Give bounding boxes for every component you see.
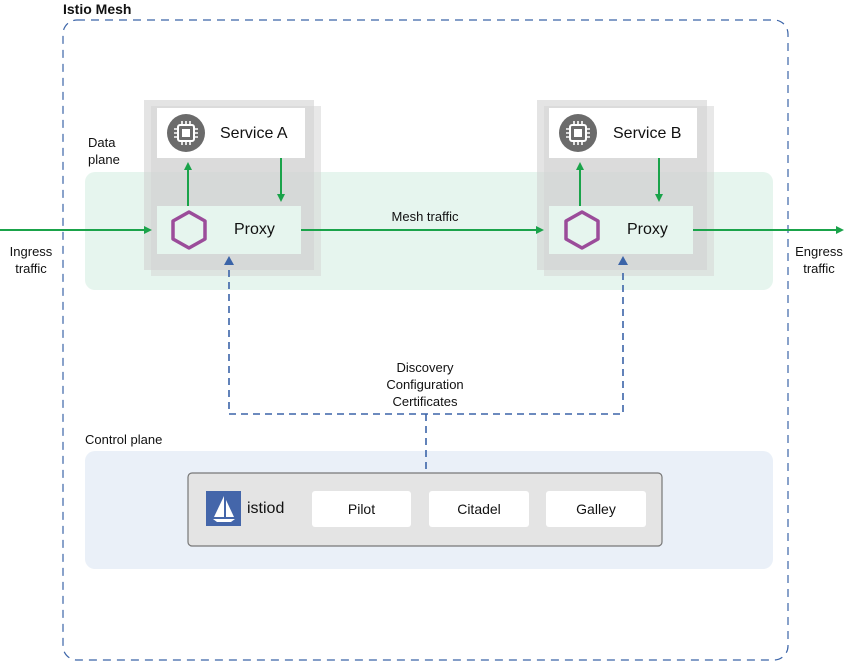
ingress-label: Ingress traffic [0, 243, 62, 277]
pilot-box: Pilot [312, 491, 411, 527]
istiod-box [187, 472, 663, 547]
configuration-label: Configuration [386, 377, 464, 392]
hexagon-icon [564, 210, 600, 250]
istiod-label: istiod [247, 500, 285, 517]
config-arrow-a [224, 256, 234, 265]
data-plane-label: Data plane [88, 134, 128, 168]
hexagon-icon [171, 210, 207, 250]
proxy-a-label: Proxy [234, 221, 275, 238]
control-flow-labels: Discovery Configuration Certificates [360, 359, 490, 410]
egress-label-line1: Engress [795, 244, 843, 259]
control-plane-label: Control plane [85, 432, 163, 447]
egress-label: Engress traffic [786, 243, 850, 277]
config-arrow-b [618, 256, 628, 265]
mesh-title: Istio Mesh [63, 1, 132, 17]
ingress-label-line2: traffic [15, 261, 47, 276]
service-a-label: Service A [220, 125, 288, 142]
istio-logo-icon [206, 491, 241, 526]
mesh-boundary [62, 19, 789, 661]
data-plane-label-line1: Data [88, 135, 116, 150]
citadel-box: Citadel [429, 491, 529, 527]
data-plane-label-line2: plane [88, 152, 120, 167]
certificates-label: Certificates [392, 394, 458, 409]
service-b-label: Service B [613, 125, 682, 142]
discovery-label: Discovery [396, 360, 454, 375]
ingress-label-line1: Ingress [9, 244, 53, 259]
egress-label-line2: traffic [803, 261, 835, 276]
chip-icon [559, 114, 597, 152]
chip-icon [167, 114, 205, 152]
mesh-traffic-label: Mesh traffic [391, 209, 459, 224]
galley-box: Galley [546, 491, 646, 527]
proxy-b-label: Proxy [627, 221, 668, 238]
